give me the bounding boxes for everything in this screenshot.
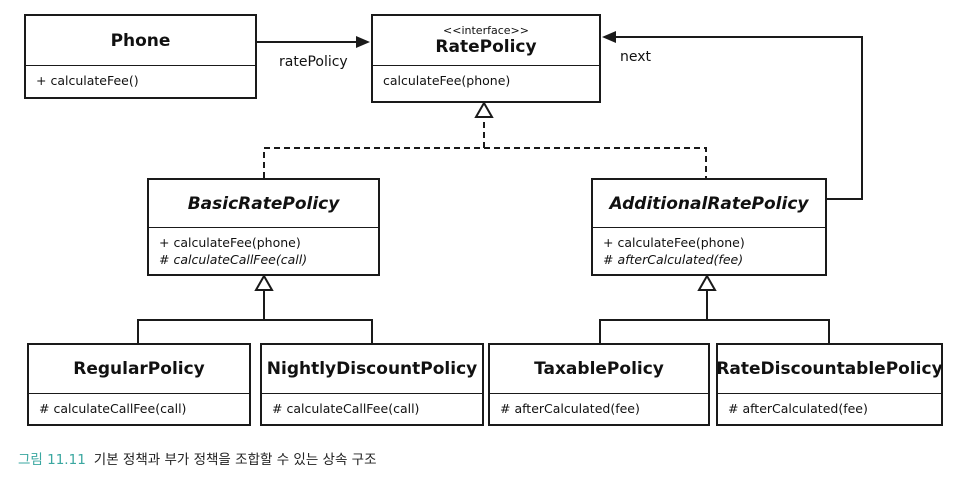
class-operations: + calculateFee(phone) # afterCalculated(… (593, 228, 825, 274)
class-ratediscountablepolicy-header: RateDiscountablePolicy (716, 345, 943, 394)
figure-caption: 그림 11.11 기본 정책과 부가 정책을 조합할 수 있는 상속 구조 (18, 448, 377, 468)
class-nightlydiscountpolicy-header: NightlyDiscountPolicy (262, 345, 482, 394)
class-operations: # afterCalculated(fee) (718, 394, 941, 423)
operation: + calculateFee(phone) (603, 235, 745, 250)
class-name: RatePolicy (435, 36, 537, 57)
figure-caption-text: 기본 정책과 부가 정책을 조합할 수 있는 상속 구조 (93, 452, 377, 468)
class-regularpolicy: RegularPolicy # calculateCallFee(call) (27, 343, 251, 426)
class-name: TaxablePolicy (534, 359, 664, 379)
class-nightlydiscountpolicy: NightlyDiscountPolicy # calculateCallFee… (260, 343, 484, 426)
class-basicratepolicy-header: BasicRatePolicy (149, 180, 378, 228)
ratepolicy-role-label: ratePolicy (279, 54, 348, 70)
class-name: RateDiscountablePolicy (716, 359, 943, 379)
next-role-label: next (620, 49, 652, 65)
generalization-basicratepolicy (137, 273, 373, 343)
association-next (602, 31, 863, 200)
figure-number: 그림 11.11 (18, 452, 86, 468)
operation: calculateFee(phone) (383, 73, 511, 88)
operation: + calculateFee(phone) (159, 235, 301, 250)
operation: + calculateFee() (36, 73, 139, 88)
class-name: BasicRatePolicy (187, 193, 340, 214)
class-name: AdditionalRatePolicy (609, 193, 809, 214)
class-operations: # calculateCallFee(call) (262, 394, 482, 423)
class-operations: + calculateFee(phone) # calculateCallFee… (149, 228, 378, 274)
class-name: RegularPolicy (73, 359, 205, 379)
class-taxablepolicy: TaxablePolicy # afterCalculated(fee) (488, 343, 710, 426)
class-operations: # afterCalculated(fee) (490, 394, 708, 423)
generalization-additionalratepolicy (599, 273, 830, 343)
operation: # calculateCallFee(call) (159, 252, 308, 267)
class-additionalratepolicy: AdditionalRatePolicy + calculateFee(phon… (591, 178, 827, 276)
class-operations: + calculateFee() (26, 66, 255, 95)
realization-ratepolicy (263, 100, 707, 178)
class-operations: calculateFee(phone) (373, 66, 599, 95)
class-taxablepolicy-header: TaxablePolicy (490, 345, 708, 394)
operation: # afterCalculated(fee) (603, 252, 744, 267)
operation: # afterCalculated(fee) (500, 401, 640, 416)
operation: # calculateCallFee(call) (39, 401, 187, 416)
operation: # afterCalculated(fee) (728, 401, 868, 416)
class-regularpolicy-header: RegularPolicy (29, 345, 249, 394)
class-basicratepolicy: BasicRatePolicy + calculateFee(phone) # … (147, 178, 380, 276)
class-ratepolicy: <<interface>> RatePolicy calculateFee(ph… (371, 14, 601, 103)
class-phone: Phone + calculateFee() (24, 14, 257, 99)
class-ratediscountablepolicy: RateDiscountablePolicy # afterCalculated… (716, 343, 943, 426)
operation: # calculateCallFee(call) (272, 401, 420, 416)
class-phone-header: Phone (26, 16, 255, 66)
class-name: Phone (110, 30, 171, 51)
association-phone-ratepolicy (257, 36, 370, 48)
class-additionalratepolicy-header: AdditionalRatePolicy (593, 180, 825, 228)
class-ratepolicy-header: <<interface>> RatePolicy (373, 16, 599, 66)
stereotype-label: <<interface>> (443, 23, 529, 37)
class-operations: # calculateCallFee(call) (29, 394, 249, 423)
class-name: NightlyDiscountPolicy (266, 359, 478, 379)
